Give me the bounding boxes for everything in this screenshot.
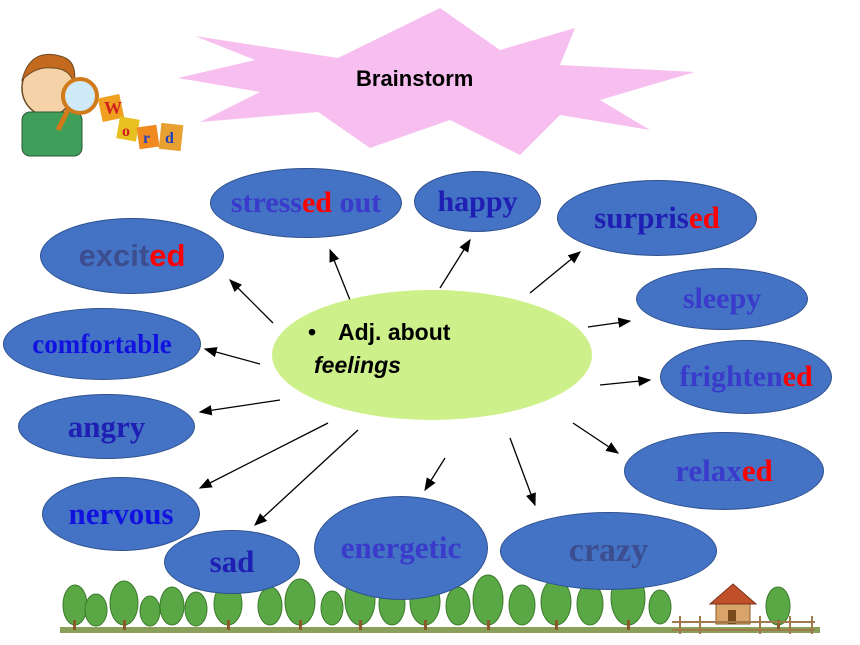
word-stem: stress	[230, 186, 302, 219]
arrow-relaxed	[572, 422, 620, 454]
word-label: nervous	[68, 496, 173, 532]
word-stem: crazy	[568, 532, 649, 569]
word-tail: out	[331, 186, 382, 219]
arrow-frightened	[599, 375, 652, 387]
word-oval-relaxed: relaxed	[624, 432, 824, 510]
center-topic-text: • Adj. about feelings	[308, 316, 450, 383]
word-suffix: ed	[301, 186, 332, 219]
word-suffix: ed	[782, 360, 813, 393]
word-oval-comfortable: comfortable	[3, 308, 201, 380]
word-suffix: ed	[149, 238, 186, 273]
svg-text:d: d	[165, 130, 174, 147]
boy-with-magnifier-word-icon: W o r d	[21, 54, 184, 157]
word-oval-surprised: surprised	[557, 180, 757, 256]
arrows	[198, 238, 652, 526]
arrow-stressed-out	[329, 248, 351, 301]
word-oval-angry: angry	[18, 394, 195, 459]
word-label: energetic	[341, 530, 461, 566]
word-label: angry	[68, 409, 146, 445]
word-stem: excit	[78, 238, 150, 273]
svg-text:r: r	[143, 130, 150, 147]
word-stem: happy	[437, 184, 518, 218]
arrow-angry	[198, 399, 281, 416]
svg-text:W: W	[104, 98, 122, 118]
word-stem: sad	[209, 544, 255, 579]
arrow-sleepy	[587, 317, 632, 328]
word-label: comfortable	[32, 329, 171, 360]
word-stem: nervous	[68, 496, 174, 531]
word-oval-happy: happy	[414, 171, 541, 232]
center-line-2: feelings	[314, 352, 401, 379]
brainstorm-burst	[178, 8, 695, 155]
word-stem: energetic	[340, 530, 462, 565]
word-stem: surpris	[594, 200, 689, 235]
word-label: sleepy	[683, 282, 761, 316]
word-label: stressed out	[231, 186, 381, 220]
word-stem: relax	[675, 453, 742, 488]
trees-and-house-border	[60, 570, 820, 634]
arrow-energetic	[424, 457, 446, 492]
center-topic-oval	[272, 290, 592, 420]
arrow-nervous	[198, 422, 329, 489]
arrow-crazy	[509, 437, 536, 507]
center-bullet: •	[308, 319, 317, 345]
word-label: excited	[79, 238, 186, 274]
word-stem: comfortable	[32, 328, 172, 359]
arrow-comfortable	[203, 347, 261, 365]
word-label: sad	[210, 544, 255, 580]
arrow-surprised	[529, 251, 582, 294]
word-oval-frightened: frightened	[660, 340, 832, 414]
word-oval-excited: excited	[40, 218, 224, 294]
word-oval-nervous: nervous	[42, 477, 200, 551]
fence-icon	[672, 616, 815, 634]
word-label: happy	[437, 185, 517, 219]
word-oval-crazy: crazy	[500, 512, 717, 590]
word-oval-energetic: energetic	[314, 496, 488, 600]
word-suffix: ed	[741, 453, 773, 488]
word-oval-sleepy: sleepy	[636, 268, 808, 330]
arrow-excited	[229, 279, 274, 324]
word-stem: sleepy	[682, 282, 762, 315]
center-line-1: Adj. about	[338, 319, 451, 345]
word-suffix: ed	[688, 200, 720, 235]
word-label: relaxed	[675, 453, 773, 489]
word-label: crazy	[569, 532, 648, 570]
word-stem: frighten	[679, 360, 783, 393]
word-label: surprised	[594, 200, 720, 236]
word-label: frightened	[679, 360, 812, 394]
word-oval-stressed-out: stressed out	[210, 168, 402, 238]
house-icon	[708, 583, 758, 625]
arrow-sad	[254, 429, 359, 526]
slide-title: Brainstorm	[356, 66, 474, 91]
word-oval-sad: sad	[164, 530, 300, 594]
arrow-happy	[439, 238, 471, 289]
word-stem: angry	[67, 408, 146, 444]
svg-text:o: o	[122, 123, 130, 140]
